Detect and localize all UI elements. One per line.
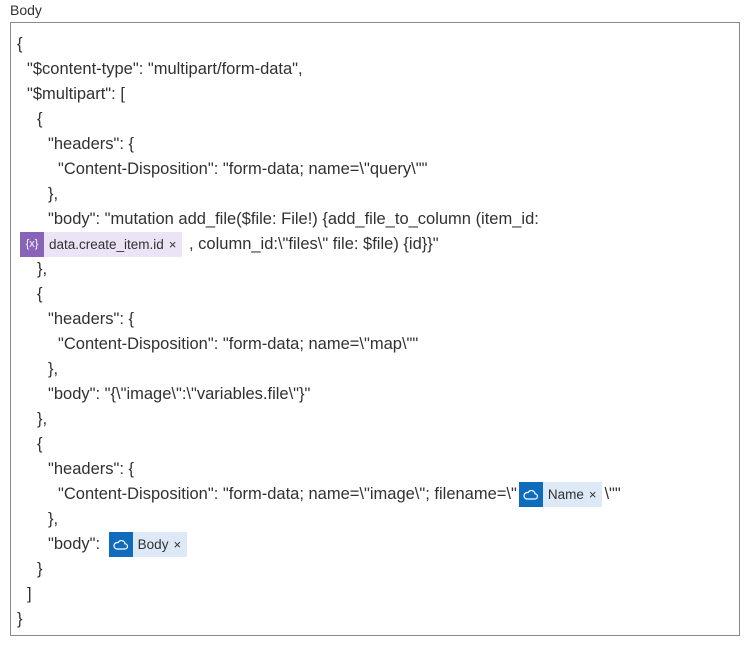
body-token-label: Body [137, 537, 169, 552]
expression-icon: {x} [20, 232, 44, 257]
code-line: "body": "mutation add_file($file: File!)… [17, 207, 733, 232]
cloud-icon [518, 482, 543, 507]
code-text: }, [48, 185, 59, 203]
code-text: "Content-Disposition": "form-data; name=… [58, 485, 517, 503]
code-line: }, [17, 407, 733, 432]
code-line: "body": "{\"image\":\"variables.file\"}" [17, 382, 733, 407]
code-line: "headers": { [17, 307, 733, 332]
code-line: }, [17, 182, 733, 207]
code-line: { [17, 432, 733, 457]
code-text: "body": "{\"image\":\"variables.file\"}" [48, 385, 311, 403]
code-line: ] [17, 582, 733, 607]
code-text: "$multipart": [ [27, 85, 125, 103]
code-line: "$content-type": "multipart/form-data", [17, 57, 733, 82]
code-text: , column_id:\"files\" file: $file) {id}}… [189, 235, 439, 253]
code-text: "Content-Disposition": "form-data; name=… [58, 160, 428, 178]
code-line: { [17, 32, 733, 57]
code-line: "$multipart": [ [17, 82, 733, 107]
code-text: { [37, 435, 43, 453]
code-text: }, [37, 410, 48, 428]
code-text: { [17, 35, 23, 53]
remove-token-button[interactable]: × [168, 237, 177, 252]
onedrive-name-token[interactable]: Name × [518, 482, 603, 507]
code-line: }, [17, 257, 733, 282]
code-text: "headers": { [48, 310, 135, 328]
code-text: { [37, 285, 43, 303]
code-text: }, [48, 360, 59, 378]
code-text: } [37, 560, 43, 578]
code-text: "body": [48, 535, 101, 553]
cloud-icon [108, 532, 133, 557]
code-line: } [17, 557, 733, 582]
code-line: } [17, 607, 733, 632]
code-line: {x} data.create_item.id × , column_id:\"… [20, 232, 733, 257]
code-line: }, [17, 507, 733, 532]
code-line: { [17, 282, 733, 307]
code-text: ] [27, 585, 32, 603]
code-line: { [17, 107, 733, 132]
code-text: "headers": { [48, 135, 135, 153]
onedrive-body-token[interactable]: Body × [108, 532, 188, 557]
code-line: "headers": { [17, 132, 733, 157]
remove-token-button[interactable]: × [173, 537, 182, 552]
expression-token[interactable]: {x} data.create_item.id × [20, 232, 183, 257]
code-line: "body": Body × [17, 532, 733, 557]
code-text: \"" [604, 485, 621, 503]
code-text: "Content-Disposition": "form-data; name=… [58, 335, 419, 353]
code-text: { [37, 110, 43, 128]
code-line: "Content-Disposition": "form-data; name=… [17, 332, 733, 357]
code-line: "Content-Disposition": "form-data; name=… [17, 157, 733, 182]
code-text: "body": "mutation add_file($file: File!)… [48, 210, 539, 228]
code-line: "headers": { [17, 457, 733, 482]
expression-token-label: data.create_item.id [49, 237, 164, 252]
remove-token-button[interactable]: × [588, 487, 597, 502]
body-editor[interactable]: { "$content-type": "multipart/form-data"… [10, 22, 740, 636]
code-text: }, [37, 260, 48, 278]
code-text: "headers": { [48, 460, 135, 478]
code-text: }, [48, 510, 59, 528]
name-token-label: Name [547, 487, 584, 502]
code-text: "$content-type": "multipart/form-data", [27, 60, 303, 78]
code-text: } [17, 610, 23, 628]
body-field-label: Body [10, 2, 42, 18]
code-line: "Content-Disposition": "form-data; name=… [17, 482, 733, 507]
code-line: }, [17, 357, 733, 382]
